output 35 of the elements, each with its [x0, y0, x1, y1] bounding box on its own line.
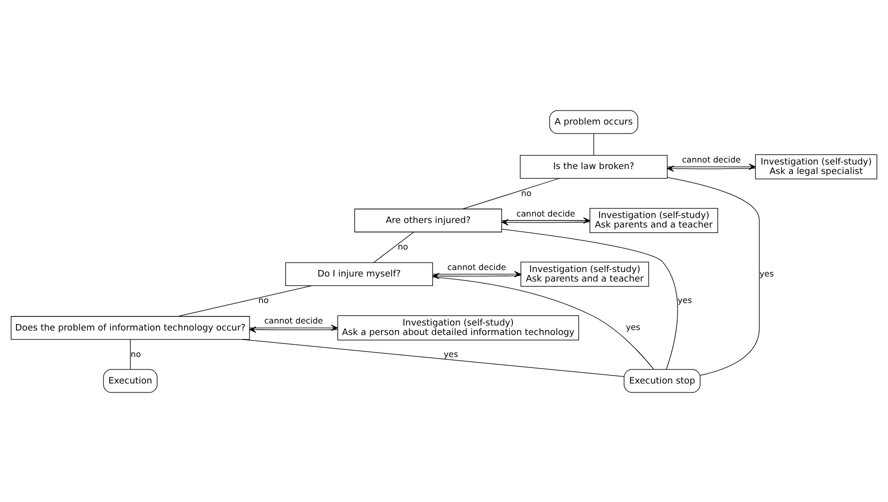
connector	[242, 338, 624, 376]
node-box: Execution	[103, 368, 158, 392]
node-box: Investigation (self-study) Ask a person about detailed information technology	[337, 314, 580, 340]
connector	[502, 228, 678, 370]
arrow	[667, 164, 756, 172]
edge-label: yes	[678, 294, 692, 305]
connector	[666, 176, 760, 376]
edge-label: no	[521, 187, 532, 198]
edge-label: yes	[626, 322, 640, 332]
connector	[373, 231, 414, 262]
edge-label: no	[130, 348, 141, 358]
connector	[432, 276, 654, 370]
node-box: Are others injured?	[354, 208, 502, 232]
connector	[130, 338, 131, 370]
edge-label: no	[398, 241, 408, 252]
connector	[462, 178, 560, 209]
node-box: Investigation (self-study) Ask a legal specialist	[755, 154, 878, 179]
edge-label: cannot decide	[447, 261, 506, 272]
edge-label: yes	[759, 268, 774, 278]
node-box: Does the problem of information technology occur?	[10, 316, 250, 340]
arrow	[502, 218, 590, 225]
arrow	[432, 272, 522, 279]
edge-label: cannot decide	[516, 208, 576, 218]
edge-label: yes	[444, 348, 458, 358]
node-box: Execution stop	[624, 368, 700, 392]
node-box: Investigation (self-study) Ask parents and a teacher	[520, 261, 650, 286]
edge-label: cannot decide	[264, 315, 324, 326]
node-box: Do I injure myself?	[285, 262, 433, 286]
connector	[593, 132, 594, 155]
connector	[178, 284, 312, 316]
node-box: Is the law broken?	[520, 154, 668, 178]
edge-label: cannot decide	[682, 154, 741, 164]
node-box: A problem occurs	[549, 110, 638, 134]
edge-label: no	[258, 294, 269, 305]
node-box: Investigation (self-study) Ask parents and a teacher	[590, 208, 718, 232]
